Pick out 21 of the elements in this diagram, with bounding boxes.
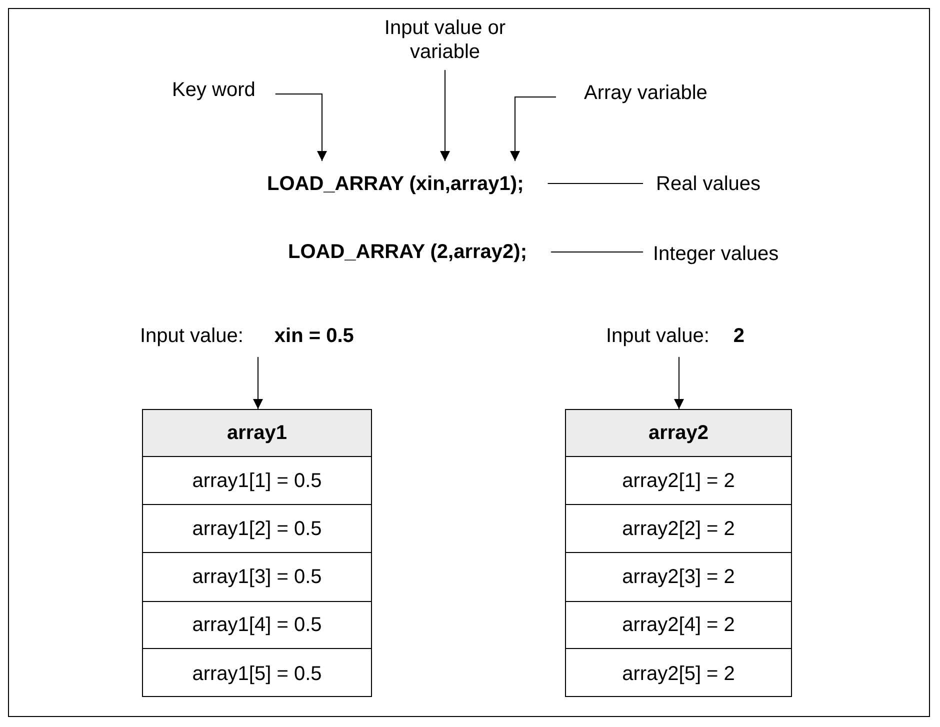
array-table [565,409,792,697]
arrow [510,96,556,162]
arrow [674,356,684,410]
input-value: 2 [733,324,745,348]
annotation-text: Input value: [606,324,710,348]
input-value: xin = 0.5 [274,324,354,348]
code-statement: LOAD_ARRAY (2,array2); [288,240,527,264]
annotation-text: Input value or variable [384,16,506,64]
annotation-text: Input value: [140,324,244,348]
annotation-text: Key word [172,78,256,102]
arrow [274,94,327,162]
annotation-text: Real values [656,172,761,196]
connector-line [547,183,644,184]
arrow [253,356,263,410]
annotation-text: Array variable [584,81,708,105]
code-statement: LOAD_ARRAY (xin,array1); [267,172,524,196]
annotation-text: Integer values [653,242,779,266]
column-header: array1 [143,410,371,457]
array-table [142,409,372,697]
arrow [440,70,450,162]
column-header: array2 [566,410,791,457]
